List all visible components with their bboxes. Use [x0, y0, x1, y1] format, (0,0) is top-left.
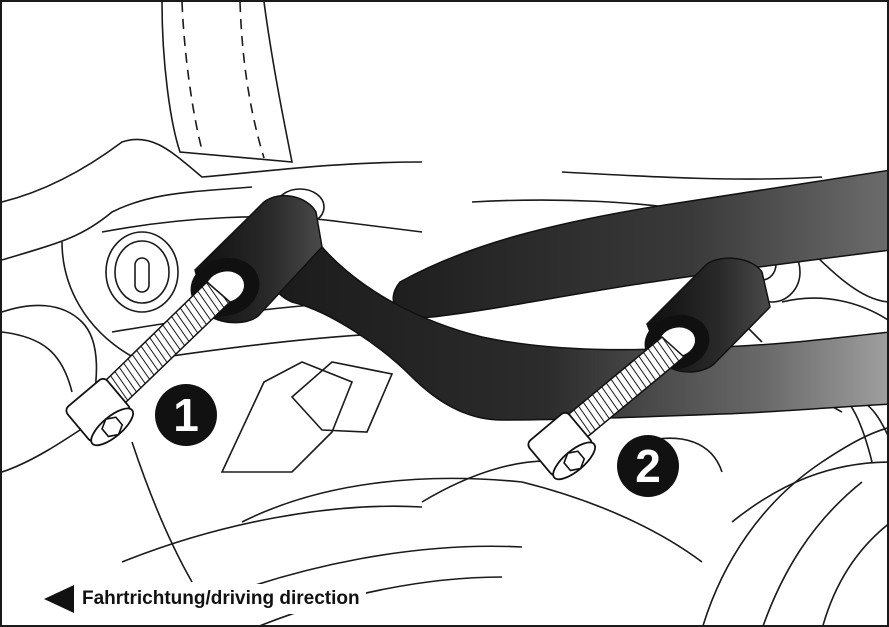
bolt-1 [65, 280, 232, 447]
driving-direction-text: Fahrtrichtung/driving direction [82, 588, 360, 609]
callout-1-badge: 1 [155, 384, 217, 446]
driving-direction-label: Fahrtrichtung/driving direction [44, 584, 366, 614]
arrow-left-icon [44, 585, 74, 613]
crossbar-main [265, 231, 887, 421]
callout-2-badge: 2 [617, 435, 679, 497]
bolt-2 [527, 336, 686, 481]
crossbar-upper [392, 169, 887, 319]
